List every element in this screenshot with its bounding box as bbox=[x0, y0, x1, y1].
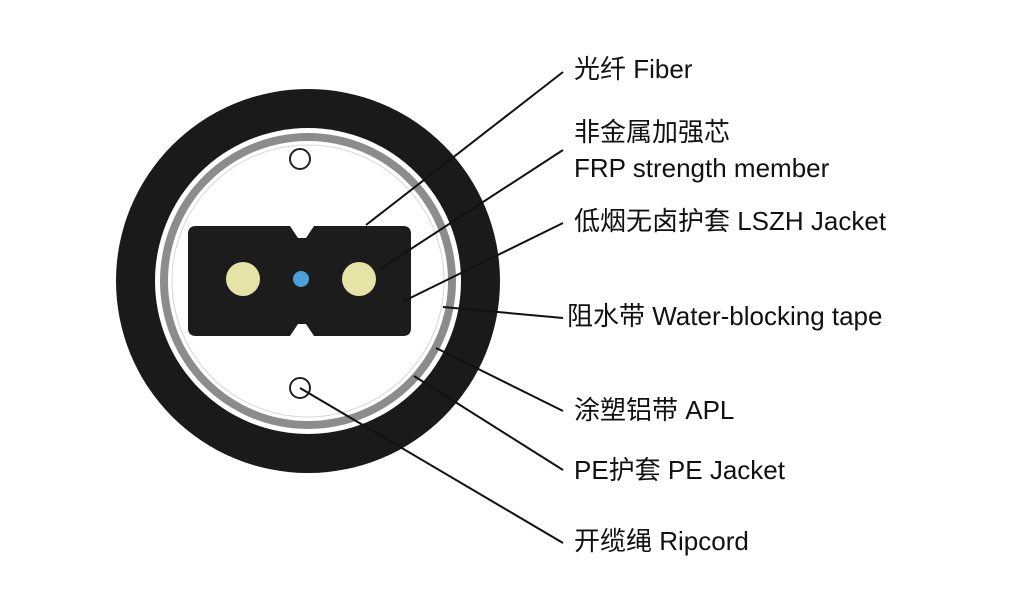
frp-strength-member-left bbox=[226, 262, 260, 296]
leader-line-water-blocking bbox=[442, 306, 564, 319]
leader-line-lszh bbox=[401, 222, 564, 303]
label-ripcord: 开缆绳 Ripcord bbox=[574, 526, 749, 556]
label-pe-jacket: PE护套 PE Jacket bbox=[574, 455, 785, 485]
optical-fiber bbox=[293, 271, 309, 287]
label-apl: 涂塑铝带 APL bbox=[574, 395, 735, 425]
ripcord-top bbox=[289, 148, 311, 170]
label-fiber: 光纤 Fiber bbox=[574, 54, 693, 84]
label-frp-en: FRP strength member bbox=[574, 153, 830, 183]
leader-line-frp bbox=[379, 149, 564, 270]
label-water-blocking-tape: 阻水带 Water-blocking tape bbox=[567, 301, 883, 331]
label-frp-cn: 非金属加强芯 bbox=[574, 117, 731, 147]
leader-line-fiber bbox=[365, 71, 564, 226]
frp-strength-member-right bbox=[342, 262, 376, 296]
label-lszh-jacket: 低烟无卤护套 LSZH Jacket bbox=[574, 206, 887, 236]
leader-line-pe-jacket bbox=[413, 375, 564, 471]
leader-line-ripcord bbox=[299, 387, 564, 544]
leader-line-apl bbox=[435, 347, 564, 412]
